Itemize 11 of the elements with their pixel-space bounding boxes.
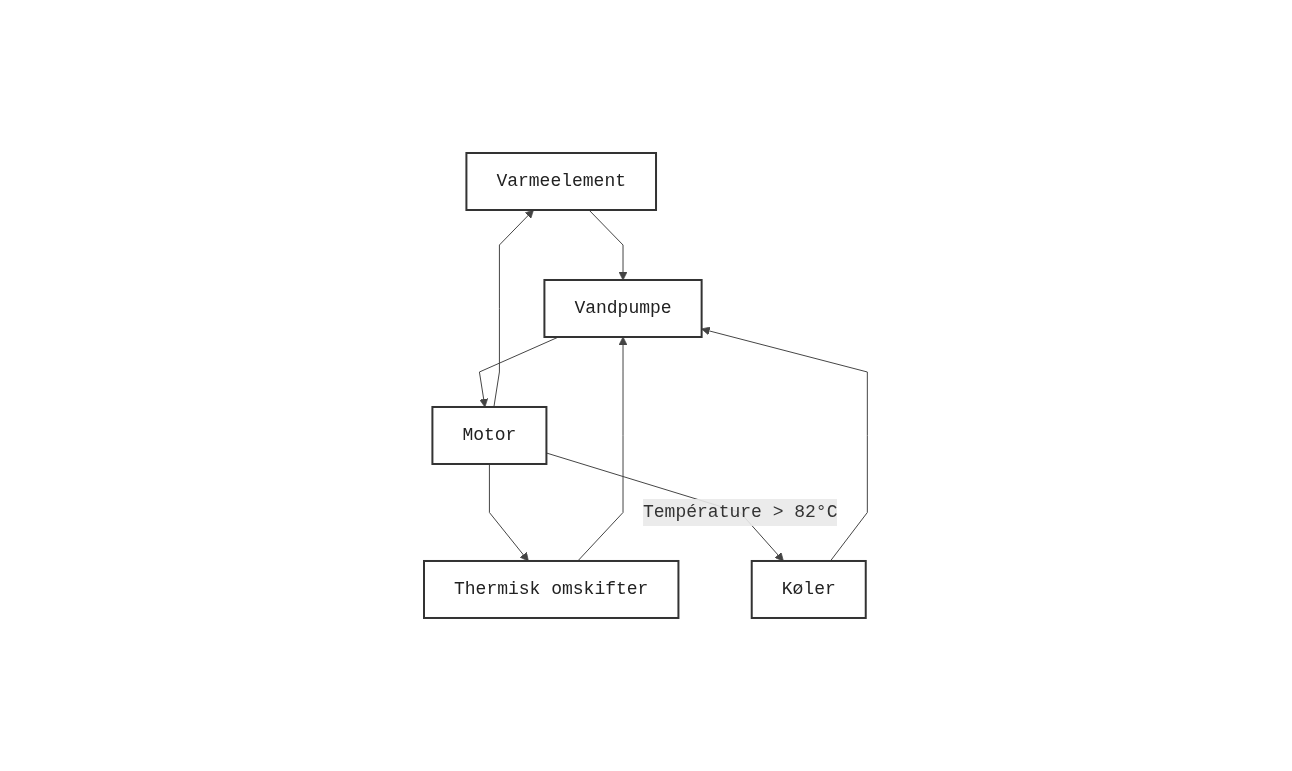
node-box: Motor: [431, 406, 548, 465]
node-box: Varmeelement: [465, 152, 658, 211]
node-box: Køler: [751, 560, 868, 619]
arrow: [588, 209, 628, 281]
arrow: [701, 326, 869, 562]
edge-label: Température > 82°C: [643, 501, 838, 522]
arrow: [577, 336, 628, 562]
arrow: [489, 463, 530, 562]
node-box: Vandpumpe: [543, 279, 703, 338]
node-box: Thermisk omskifter: [423, 560, 680, 619]
arrow: [493, 209, 535, 408]
